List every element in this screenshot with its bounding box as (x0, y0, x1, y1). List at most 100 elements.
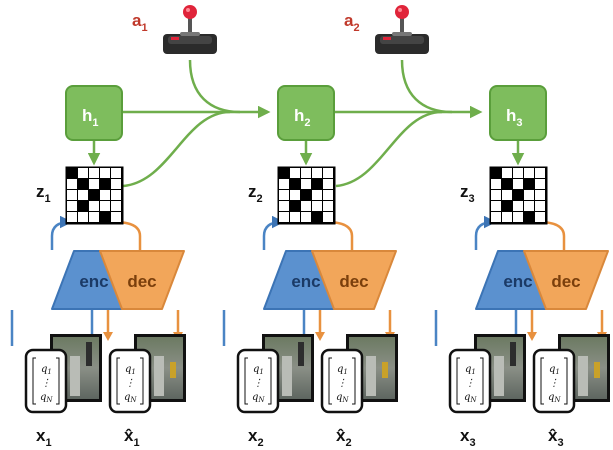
latent-grid-z2 (277, 166, 336, 225)
q-ellipsis: ⋮ (41, 378, 51, 389)
observation-x1: q1⋮qN (24, 334, 102, 414)
proprio-vector-card: q1⋮qN (320, 348, 364, 414)
latent-cell (312, 179, 322, 189)
z3-to-dec3-line (537, 220, 566, 250)
action-label-2: a2 (344, 11, 360, 34)
xhat-label-2: x̂2 (336, 426, 352, 449)
latent-cell (67, 212, 77, 222)
latent-cell (524, 190, 534, 200)
latent-cell (502, 179, 512, 189)
decoder-2: dec (311, 250, 397, 310)
latent-cell (279, 190, 289, 200)
latent-cell (290, 212, 300, 222)
latent-cell (89, 201, 99, 211)
z2-to-h3-line (335, 110, 443, 188)
hidden-state-h1: h1 (65, 85, 123, 141)
latent-cell (111, 201, 121, 211)
x3-to-enc3-line (434, 310, 518, 346)
q-ellipsis: ⋮ (465, 378, 475, 389)
latent-cell (323, 190, 333, 200)
actions-layer: a1 a2 (132, 5, 429, 54)
observation-x2: q1⋮qN (236, 334, 314, 414)
latent-cell (491, 190, 501, 200)
latent-cell (111, 168, 121, 178)
hidden-state-h2: h2 (277, 85, 335, 141)
proprio-vector-card: q1⋮qN (532, 348, 576, 414)
z2-to-dec2-line (325, 220, 354, 250)
latent-cell (100, 212, 110, 222)
decoder-3: dec (523, 250, 609, 310)
reconstruction-xhat1: q1⋮qN (108, 334, 186, 414)
z1-to-dec1-line (113, 220, 142, 250)
latent-cell (89, 168, 99, 178)
latent-cell (290, 190, 300, 200)
latent-cell (491, 168, 501, 178)
latent-cell (111, 190, 121, 200)
latent-cell (67, 168, 77, 178)
x-label-2: x2 (248, 426, 264, 449)
latent-cell (524, 201, 534, 211)
encoder-label: enc (503, 272, 532, 291)
latent-cell (78, 212, 88, 222)
latent-cell (78, 190, 88, 200)
q-last: qN (252, 392, 265, 404)
latent-cell (312, 201, 322, 211)
latent-cell (279, 201, 289, 211)
proprio-vector-card: q1 ⋮ qN (448, 348, 492, 414)
x-label-1: x1 (36, 426, 52, 449)
z1-to-h2-line (122, 110, 231, 188)
latent-cell (78, 179, 88, 189)
latent-cell (301, 168, 311, 178)
latent-cell (491, 179, 501, 189)
latent-cell (535, 201, 545, 211)
latent-cell (67, 179, 77, 189)
q-ellipsis: ⋮ (253, 378, 263, 389)
latent-cell (502, 190, 512, 200)
latent-cell (100, 168, 110, 178)
latent-cell (312, 168, 322, 178)
latent-grid-z1 (65, 166, 124, 225)
latent-cell (301, 212, 311, 222)
enc3-to-z3-line (474, 215, 497, 250)
latent-cell (279, 179, 289, 189)
q-ellipsis: ⋮ (125, 378, 135, 389)
q-first: q1 (125, 364, 136, 376)
proprio-vector-card: q1⋮qN (108, 348, 152, 414)
latent-cell (301, 201, 311, 211)
latent-cell (513, 179, 523, 189)
q-first: q1 (41, 364, 52, 376)
action-1: a1 (132, 5, 217, 54)
encoder-label: enc (291, 272, 320, 291)
joystick-icon (163, 5, 217, 54)
latent-cell (535, 190, 545, 200)
q-first: q1 (465, 364, 476, 376)
latent-cell (513, 201, 523, 211)
latent-cell (524, 212, 534, 222)
proprio-vector-card: q1⋮qN (24, 348, 68, 414)
latent-cell (279, 168, 289, 178)
q-ellipsis: ⋮ (337, 378, 347, 389)
latent-cell (290, 168, 300, 178)
latent-cell (78, 168, 88, 178)
h-label-2: h2 (294, 106, 311, 129)
latent-cell (67, 201, 77, 211)
latent-cell (312, 190, 322, 200)
latent-cell (323, 179, 333, 189)
hidden-state-h3: h3 (489, 85, 547, 141)
latent-cell (290, 201, 300, 211)
latent-cell (290, 179, 300, 189)
q-last: qN (464, 392, 477, 404)
latent-grid-z3 (489, 166, 548, 225)
h-label-3: h3 (506, 106, 523, 129)
enc2-to-z2-line (262, 215, 285, 250)
dec1-to-xhat1-arrows (106, 310, 180, 334)
latent-cell (89, 179, 99, 189)
latent-cell (524, 179, 534, 189)
latent-cell (323, 168, 333, 178)
latent-cell (111, 179, 121, 189)
h-label-1: h1 (82, 106, 99, 129)
reconstruction-xhat2: q1⋮qN (320, 334, 398, 414)
